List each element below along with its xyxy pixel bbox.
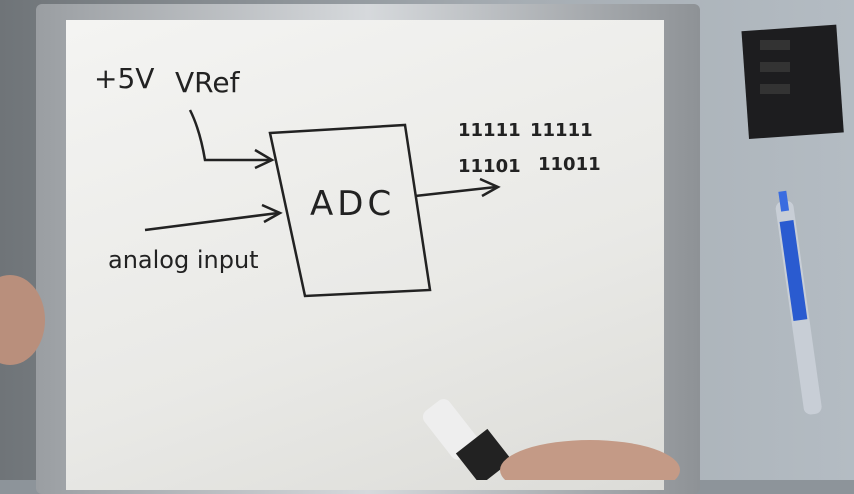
whiteboard bbox=[66, 20, 664, 490]
vref-arrow bbox=[188, 109, 270, 162]
drawing: +5V VRef ADC analog input 11111 11111 11… bbox=[0, 24, 844, 480]
input-label: analog input bbox=[108, 246, 259, 274]
input-arrow bbox=[144, 211, 279, 232]
output-code: 11101 bbox=[458, 156, 521, 177]
hand-bottom bbox=[500, 440, 680, 480]
vref-label: VRef bbox=[175, 66, 241, 99]
marker-icon bbox=[422, 399, 513, 480]
adc-block bbox=[268, 123, 432, 298]
hand-left bbox=[0, 275, 45, 365]
output-code: 11111 bbox=[458, 120, 521, 141]
output-arrow bbox=[414, 185, 497, 198]
output-code: 11011 bbox=[538, 154, 601, 175]
pen-icon bbox=[775, 190, 822, 415]
supply-label: +5V bbox=[94, 62, 154, 95]
circuit-board bbox=[741, 24, 844, 140]
adc-label: ADC bbox=[310, 184, 395, 224]
output-code: 11111 bbox=[530, 120, 593, 141]
